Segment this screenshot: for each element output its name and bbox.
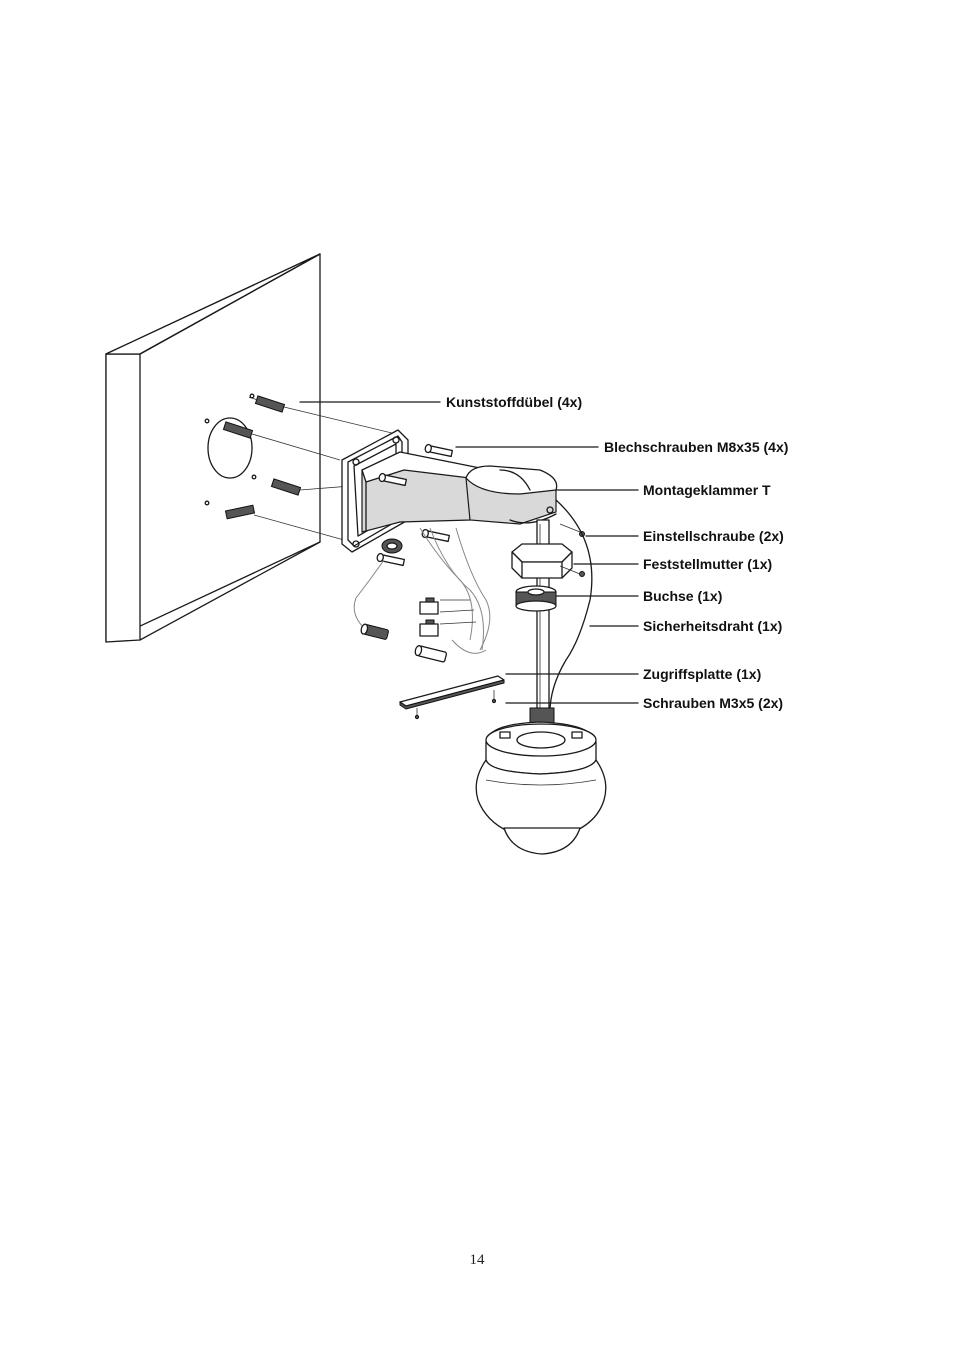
callout-label-safety-wire: Sicherheitsdraht (1x)	[643, 618, 782, 634]
callout-label-m3x5-screws: Schrauben M3x5 (2x)	[643, 695, 783, 711]
cable-gland	[381, 538, 403, 554]
bracket-arm	[361, 451, 558, 533]
callout-label-sheet-metal-screws: Blechschrauben M8x35 (4x)	[604, 439, 788, 455]
callout-label-lock-nut: Feststellmutter (1x)	[643, 556, 772, 572]
page-number: 14	[469, 1252, 485, 1268]
bushing	[515, 585, 557, 612]
dome-camera	[475, 707, 607, 855]
callout-label-adjustment-screw: Einstellschraube (2x)	[643, 528, 784, 544]
lock-nut	[511, 543, 573, 579]
callout-label-mounting-bracket: Montageklammer T	[643, 482, 771, 498]
wall-plugs	[204, 393, 302, 520]
callout-label-bushing: Buchse (1x)	[643, 588, 722, 604]
access-plate	[399, 675, 505, 720]
drill-circle	[207, 417, 253, 479]
callout-label-access-plate: Zugriffsplatte (1x)	[643, 666, 761, 682]
cables	[353, 527, 491, 654]
connectors	[360, 597, 448, 663]
callout-leaders	[299, 401, 639, 704]
sheet-metal-screws	[376, 443, 454, 567]
callout-label-plastic-plug: Kunststoffdübel (4x)	[446, 394, 582, 410]
safety-wire	[549, 499, 593, 721]
wall-panel	[105, 253, 321, 643]
adjustment-screws	[559, 523, 585, 577]
